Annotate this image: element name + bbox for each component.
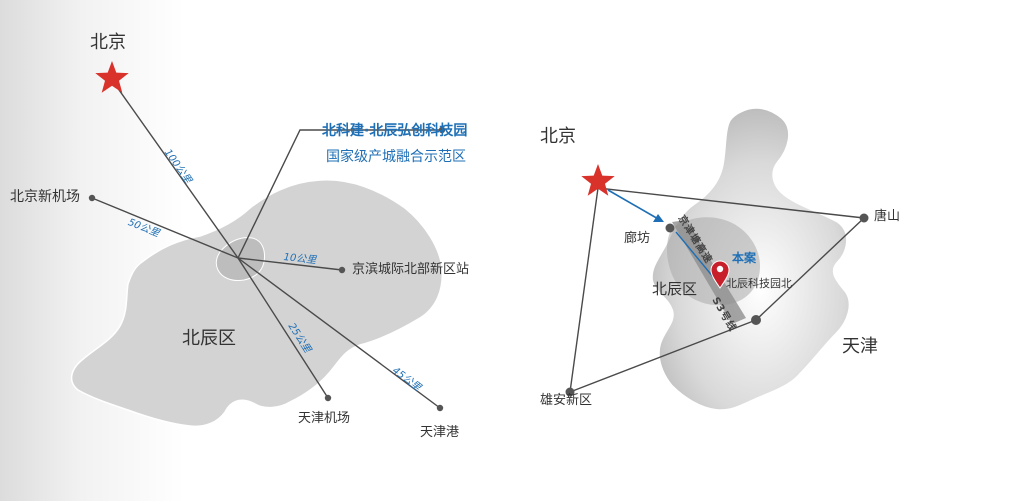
location-pin-icon <box>710 260 730 289</box>
dot-xiongan <box>565 387 575 397</box>
label-tangshan: 唐山 <box>874 209 901 224</box>
blue-corridor-line <box>675 231 715 279</box>
dot-tianjin <box>751 315 761 325</box>
line-station <box>237 257 343 271</box>
beijing-star-icon <box>95 61 129 93</box>
label-project: 本案 <box>732 251 757 265</box>
line-bj-xiongan <box>569 187 599 393</box>
dot-tangshan <box>859 213 869 223</box>
line-new-airport <box>91 197 239 259</box>
beichen-district-shape <box>70 179 444 428</box>
label-tianjin-port: 天津港 <box>420 425 460 440</box>
label-tianjin: 天津 <box>842 336 878 357</box>
label-beijing-left: 北京 <box>90 32 126 53</box>
line-tianjin-tangshan <box>755 217 865 321</box>
label-langfang: 廊坊 <box>624 231 651 246</box>
pin-center <box>716 265 724 273</box>
beijing-star-icon-right <box>581 164 615 196</box>
dot-project <box>438 126 446 134</box>
label-project-name: 北科建·北辰弘创科技园 <box>322 123 468 139</box>
line-beijing <box>111 79 239 259</box>
label-beichen-district-right: 北辰区 <box>652 280 698 298</box>
blue-arrow-line <box>607 189 661 221</box>
label-project-sub: 国家级产城融合示范区 <box>326 149 466 165</box>
dot-station <box>338 266 346 274</box>
line-bj-tangshan <box>597 187 865 219</box>
line-project <box>237 129 442 259</box>
label-new-airport: 北京新机场 <box>10 189 80 205</box>
blue-arrow-head-icon <box>653 214 664 222</box>
label-project-park: 北辰科技园北 <box>726 277 792 290</box>
line-xiongan-tianjin <box>569 319 757 393</box>
dot-langfang <box>665 223 675 233</box>
dot-new-airport <box>88 194 96 202</box>
dot-tianjin-port <box>436 404 444 412</box>
label-beichen-district-left: 北辰区 <box>182 328 236 349</box>
label-station: 京滨城际北部新区站 <box>352 262 470 277</box>
label-beijing-right: 北京 <box>540 126 576 147</box>
dot-tianjin-airport <box>324 394 332 402</box>
line-tianjin-airport <box>237 257 329 399</box>
label-tianjin-airport: 天津机场 <box>298 411 351 426</box>
label-xiongan: 雄安新区 <box>540 393 593 408</box>
line-tianjin-port <box>237 257 441 409</box>
